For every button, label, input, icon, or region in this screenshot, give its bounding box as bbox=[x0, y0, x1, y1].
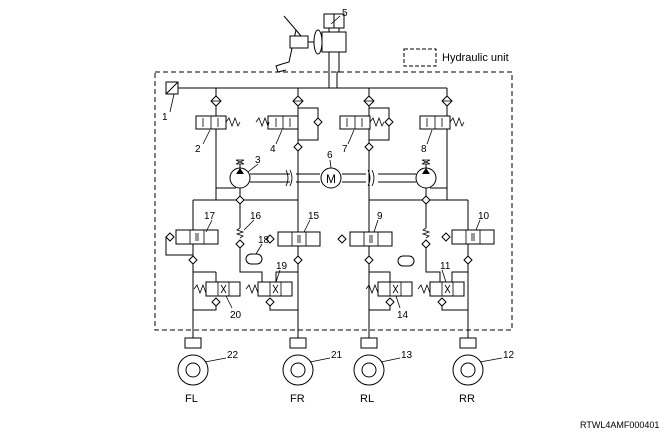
hydraulic-unit-boundary bbox=[154, 71, 513, 331]
wheel-number-fl: 22 bbox=[227, 350, 239, 361]
wheel-label-rl: RL bbox=[360, 393, 374, 405]
motor: M bbox=[250, 167, 416, 189]
callout-4: 4 bbox=[270, 144, 276, 155]
valve-14 bbox=[365, 281, 413, 311]
wheel-rr bbox=[452, 337, 484, 386]
wheel-number-fr: 21 bbox=[331, 350, 343, 361]
legend-dashed-box bbox=[403, 48, 437, 67]
valve-4 bbox=[255, 106, 323, 141]
wheel-label-fl: FL bbox=[185, 393, 198, 405]
valve-15 bbox=[265, 200, 321, 247]
reservoir-right bbox=[397, 255, 415, 267]
callout-19: 19 bbox=[276, 261, 288, 272]
legend-label: Hydraulic unit bbox=[442, 52, 509, 64]
callout-6: 6 bbox=[327, 150, 333, 161]
callout-10: 10 bbox=[478, 211, 490, 222]
callout-9: 9 bbox=[377, 211, 383, 222]
valve-17 bbox=[165, 200, 219, 256]
valve-20 bbox=[193, 281, 241, 311]
wheel-number-rr: 12 bbox=[503, 350, 515, 361]
valve-7 bbox=[339, 106, 394, 141]
figure-code: RTWL4AMF000401 bbox=[580, 420, 659, 430]
leader-lines bbox=[169, 15, 503, 363]
callout-20: 20 bbox=[230, 310, 242, 321]
valve-11 bbox=[417, 281, 468, 311]
wheel-rl bbox=[353, 337, 385, 386]
callout-16: 16 bbox=[250, 211, 262, 222]
callout-2: 2 bbox=[195, 144, 201, 155]
wheel-fl bbox=[177, 337, 209, 386]
wheel-number-rl: 13 bbox=[401, 350, 413, 361]
callout-7: 7 bbox=[342, 144, 348, 155]
callout-15: 15 bbox=[308, 211, 320, 222]
spring-check-right bbox=[421, 204, 431, 262]
callout-14: 14 bbox=[397, 310, 409, 321]
valve-10 bbox=[441, 200, 495, 245]
wheel-label-fr: FR bbox=[290, 393, 305, 405]
valve-19 bbox=[245, 281, 298, 311]
callout-5: 5 bbox=[342, 8, 348, 19]
top-filters bbox=[210, 88, 453, 107]
motor-symbol: M bbox=[326, 172, 336, 186]
reservoir-18 bbox=[245, 253, 263, 265]
wheel-label-rr: RR bbox=[459, 393, 475, 405]
callout-18: 18 bbox=[258, 235, 270, 246]
valve-9 bbox=[337, 200, 393, 247]
pump-left bbox=[216, 159, 251, 196]
brake-pedal-master-cylinder bbox=[275, 13, 347, 73]
supply-line-secondary bbox=[336, 52, 340, 88]
wheel-fr bbox=[282, 337, 314, 386]
callout-8: 8 bbox=[421, 144, 427, 155]
valve-8 bbox=[419, 106, 465, 130]
pump-right bbox=[415, 159, 447, 196]
callout-17: 17 bbox=[204, 211, 216, 222]
callout-3: 3 bbox=[255, 155, 261, 166]
callout-11: 11 bbox=[440, 261, 451, 272]
spring-check-16 bbox=[235, 204, 245, 262]
callout-1: 1 bbox=[162, 112, 168, 123]
